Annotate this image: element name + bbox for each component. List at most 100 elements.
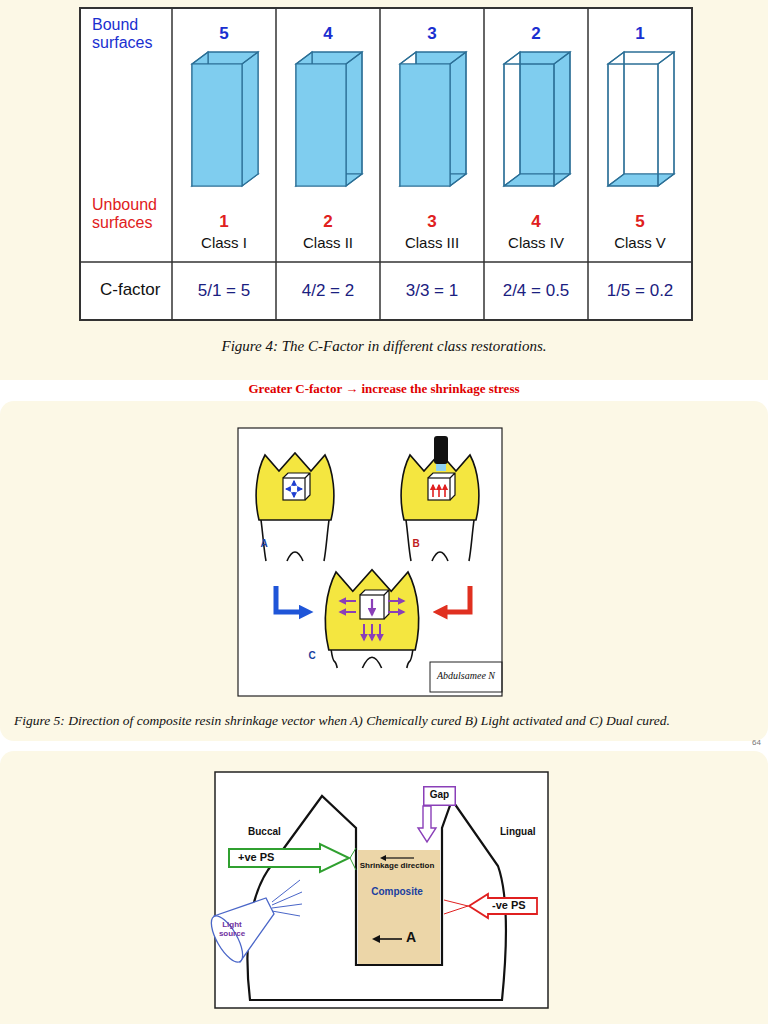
node-text: Shrinkage direction [358, 862, 436, 871]
row-heading: Bound surfaces [92, 16, 170, 53]
shrinkage-arrow [388, 600, 404, 602]
shrinkage-arrow [388, 611, 404, 613]
ratio-value: 2/4 = 0.5 [486, 281, 586, 301]
tooth-section [247, 796, 506, 1000]
shrinkage-arrow [286, 488, 291, 490]
shrinkage-arrow [438, 485, 440, 497]
prism-face [624, 52, 674, 174]
cavity-cube [283, 473, 310, 500]
prism-face [658, 52, 674, 186]
ratio-value: 1/5 = 0.2 [590, 281, 690, 301]
ratio-value: 4/2 = 2 [278, 281, 378, 301]
panel-letter: A [257, 538, 271, 550]
ratio-value: 3/3 = 1 [382, 281, 482, 301]
figure-frame [215, 772, 548, 1008]
count-number: 5 [620, 212, 660, 232]
node-text: A [406, 930, 416, 945]
shrinkage-arrow [363, 624, 365, 640]
tooth [256, 453, 334, 561]
node-text: +ve PS [238, 851, 274, 863]
prism-face [346, 52, 362, 186]
shrinkage-arrow [297, 488, 302, 490]
count-number: 4 [516, 212, 556, 232]
page-number: 64 [752, 738, 768, 747]
prism-face [554, 52, 570, 186]
figure-caption: Figure 5: Direction of composite resin s… [14, 713, 759, 729]
curing-arrow [276, 586, 306, 612]
light-label: Light source [215, 920, 249, 938]
node-text: Gap [423, 789, 456, 800]
table-rules [80, 8, 692, 320]
light-source [205, 880, 302, 967]
prism-face [608, 174, 674, 186]
tooth [325, 570, 418, 668]
count-number: 1 [204, 212, 244, 232]
row-heading: C-factor [100, 280, 170, 300]
count-number: 3 [412, 212, 452, 232]
cavity-prism [192, 52, 258, 186]
class-name: Class II [278, 234, 378, 251]
panel-ground [0, 401, 768, 741]
side-label: Lingual [500, 826, 546, 838]
figure-caption: Figure 4: The C-Factor in different clas… [24, 338, 744, 355]
count-number: 2 [516, 24, 556, 44]
prism-face [192, 64, 242, 186]
prism-face [504, 52, 570, 64]
stress-arrow: -ve PS [468, 893, 538, 919]
shrinkage-arrow [371, 624, 373, 640]
note: Greater C-factor → increase the shrinkag… [24, 382, 744, 397]
stress-leader [350, 848, 356, 870]
prism-face [296, 64, 346, 186]
count-number: 2 [308, 212, 348, 232]
cavity-cube [360, 595, 384, 619]
prism-face [242, 52, 258, 186]
prism-face [400, 52, 466, 64]
shrinkage-arrow [293, 492, 295, 497]
gap-box: Gap [423, 786, 456, 806]
count-number: 3 [412, 24, 452, 44]
shrinkage-arrow [379, 624, 381, 640]
cavity-cube [428, 473, 455, 500]
prism-face [400, 64, 450, 186]
tooth [401, 453, 479, 561]
class-name: Class V [590, 234, 690, 251]
curing-arrow [440, 586, 470, 612]
count-number: 1 [620, 24, 660, 44]
shrinkage-arrow [340, 600, 356, 602]
cavity-prism [504, 52, 570, 186]
prism-face [608, 64, 658, 186]
count-number: 5 [204, 24, 244, 44]
shrinkage-arrow [432, 485, 434, 497]
curing-lamp [436, 464, 446, 471]
prism-face [608, 52, 674, 64]
node-text: -ve PS [492, 899, 526, 911]
side-label: Buccal [248, 826, 296, 838]
cavity-cube [283, 478, 305, 500]
cavity-prism [296, 52, 362, 186]
prism-face [608, 52, 624, 186]
gap-pointer [418, 806, 436, 842]
shrinkage-arrow [444, 485, 446, 497]
curing-lamp [434, 436, 448, 464]
composite-block: Shrinkage directionCompositeA [358, 850, 440, 964]
cavity-cube [428, 478, 450, 500]
table-frame [80, 8, 692, 320]
prism-face [296, 52, 362, 64]
prism-face [504, 64, 554, 186]
class-name: Class IV [486, 234, 586, 251]
shrinkage-arrow [371, 599, 373, 615]
signature: Abdulsamee N [431, 670, 501, 682]
panel-letter: B [409, 538, 423, 550]
prism-face [450, 52, 466, 186]
row-heading: Unbound surfaces [92, 196, 172, 233]
ratio-value: 5/1 = 5 [174, 281, 274, 301]
count-number: 4 [308, 24, 348, 44]
node-text: Composite [358, 886, 436, 897]
panel-ground [0, 751, 768, 1024]
figure-frame [238, 428, 502, 696]
cavity-prism [608, 52, 674, 186]
shrinkage-arrow [293, 481, 295, 486]
prism-face [504, 174, 570, 186]
prism-face [504, 52, 520, 186]
class-name: Class III [382, 234, 482, 251]
